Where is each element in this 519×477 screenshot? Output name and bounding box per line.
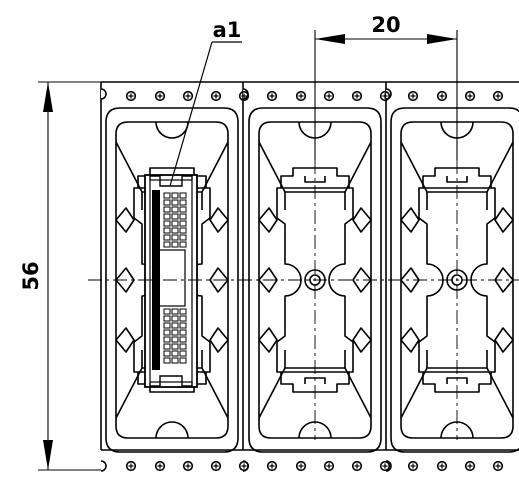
- connector-component: [144, 174, 198, 388]
- dimension-width-label: 20: [371, 13, 400, 37]
- centre-lines: [88, 110, 519, 440]
- callout-leader: [169, 41, 242, 187]
- dimension-width: [314, 30, 458, 160]
- callout-label: a1: [213, 18, 242, 42]
- bottom-perforation-row: [125, 460, 504, 472]
- dimension-height-label: 56: [19, 261, 43, 290]
- frame: [100, 81, 519, 451]
- dimension-height: [38, 81, 101, 471]
